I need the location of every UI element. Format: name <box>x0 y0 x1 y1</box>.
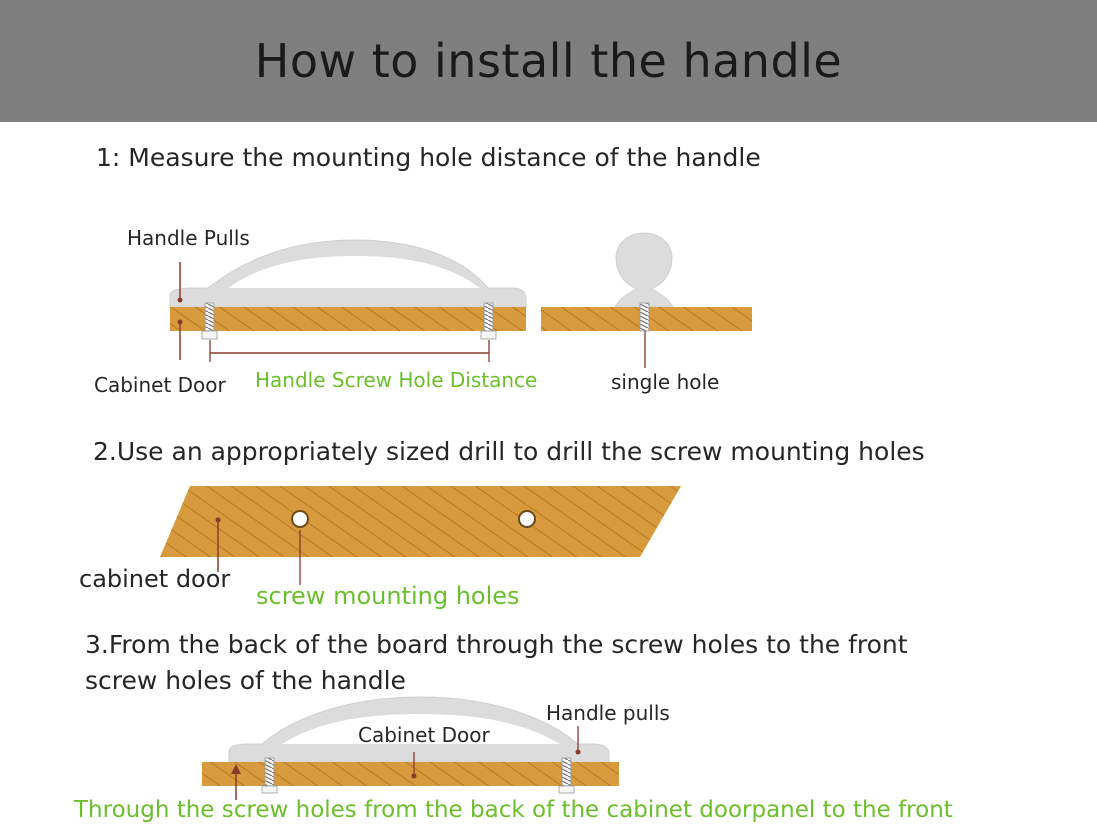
label-screw-mounting-holes: screw mounting holes <box>256 582 520 610</box>
label-handle-pulls: Handle Pulls <box>127 226 250 250</box>
step2-heading: 2.Use an appropriately sized drill to dr… <box>93 437 925 466</box>
step3-caption: Through the screw holes from the back of… <box>74 797 953 823</box>
step3-heading-line2: screw holes of the handle <box>85 666 406 695</box>
page-title: How to install the handle <box>254 34 843 88</box>
header-banner: How to install the handle <box>0 0 1097 122</box>
step3-installed-diagram <box>202 696 619 800</box>
label-single-hole: single hole <box>611 370 720 394</box>
screw-right <box>483 302 494 332</box>
step1-heading: 1: Measure the mounting hole distance of… <box>96 143 761 172</box>
screw-left <box>204 302 215 332</box>
label-cabinet-door-installed: Cabinet Door <box>358 723 490 747</box>
drilled-board <box>160 486 681 557</box>
step1-knob-diagram <box>541 232 752 368</box>
label-cabinet-door-lower: cabinet door <box>79 565 231 593</box>
label-cabinet-door: Cabinet Door <box>94 373 226 397</box>
drilled-hole-right <box>518 510 536 528</box>
step2-board-diagram <box>160 486 681 585</box>
drilled-hole-left <box>291 510 309 528</box>
step3-heading-line1: 3.From the back of the board through the… <box>85 630 908 659</box>
cabinet-door-board-installed <box>202 762 619 786</box>
label-handle-pulls-installed: Handle pulls <box>546 701 670 725</box>
cabinet-door-board <box>170 307 526 331</box>
knob-shape <box>614 232 674 308</box>
step1-handle-diagram <box>169 239 527 362</box>
label-hole-distance: Handle Screw Hole Distance <box>255 368 538 392</box>
